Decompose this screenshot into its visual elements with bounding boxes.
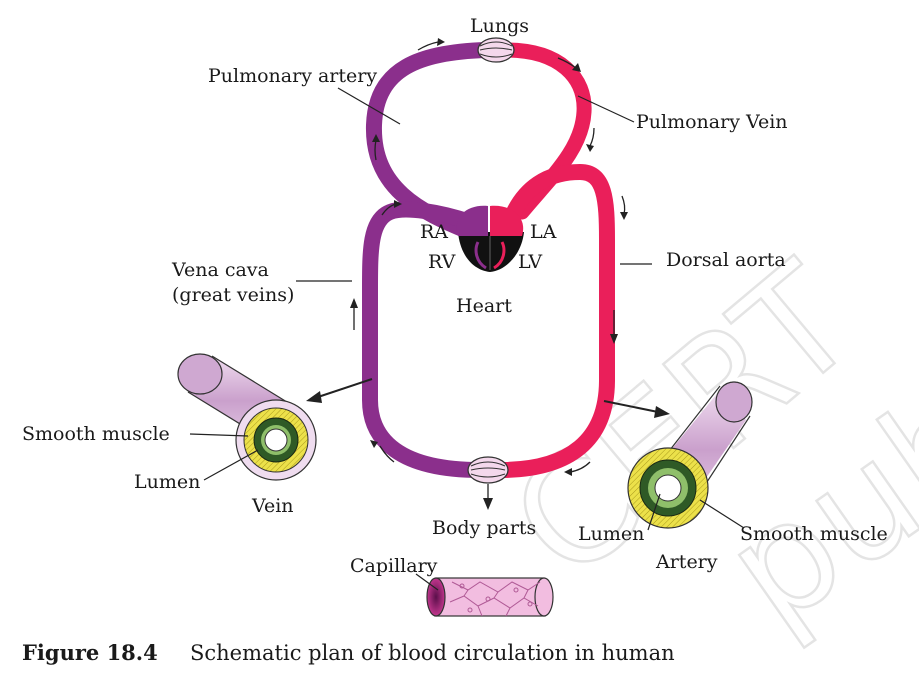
label-rv: RV [428,251,456,273]
label-pulmonary-artery: Pulmonary artery [208,65,377,87]
heart [456,205,524,272]
label-ra: RA [420,221,448,243]
label-artery: Artery [655,551,718,573]
leader-lines [189,87,745,591]
label-heart: Heart [456,295,512,317]
label-vena-cava: Vena cava [171,259,269,281]
label-lumen-vein: Lumen [134,471,200,493]
label-smooth-muscle-artery: Smooth muscle [740,523,888,545]
label-lv: LV [518,251,542,273]
label-body-parts: Body parts [432,517,536,539]
vein-illustration [177,353,317,481]
body-capillary-bed [467,456,509,484]
flow-arrows [350,38,628,510]
figure-caption: Schematic plan of blood circulation in h… [190,641,675,665]
vena-cava-vessel [362,201,488,478]
label-vein: Vein [251,495,294,517]
lung-capillary-bed [477,37,515,63]
label-pulmonary-vein: Pulmonary Vein [636,111,788,133]
label-lumen-artery: Lumen [578,523,644,545]
label-capillary: Capillary [350,555,438,577]
figure-number: Figure 18.4 [22,640,158,665]
label-dorsal-aorta: Dorsal aorta [666,249,786,271]
label-la: LA [530,221,557,243]
label-smooth-muscle-vein: Smooth muscle [22,423,170,445]
label-great-veins: (great veins) [172,284,294,306]
right-atrium [456,205,488,236]
capillary-illustration [426,577,554,617]
dorsal-aorta-vessel [492,163,615,478]
arrow-to-vein [317,378,373,398]
arrow-to-artery [603,400,659,413]
label-lungs: Lungs [470,15,529,37]
left-atrium [490,205,524,236]
heart-ventricles [458,232,524,272]
artery-illustration [627,381,753,529]
